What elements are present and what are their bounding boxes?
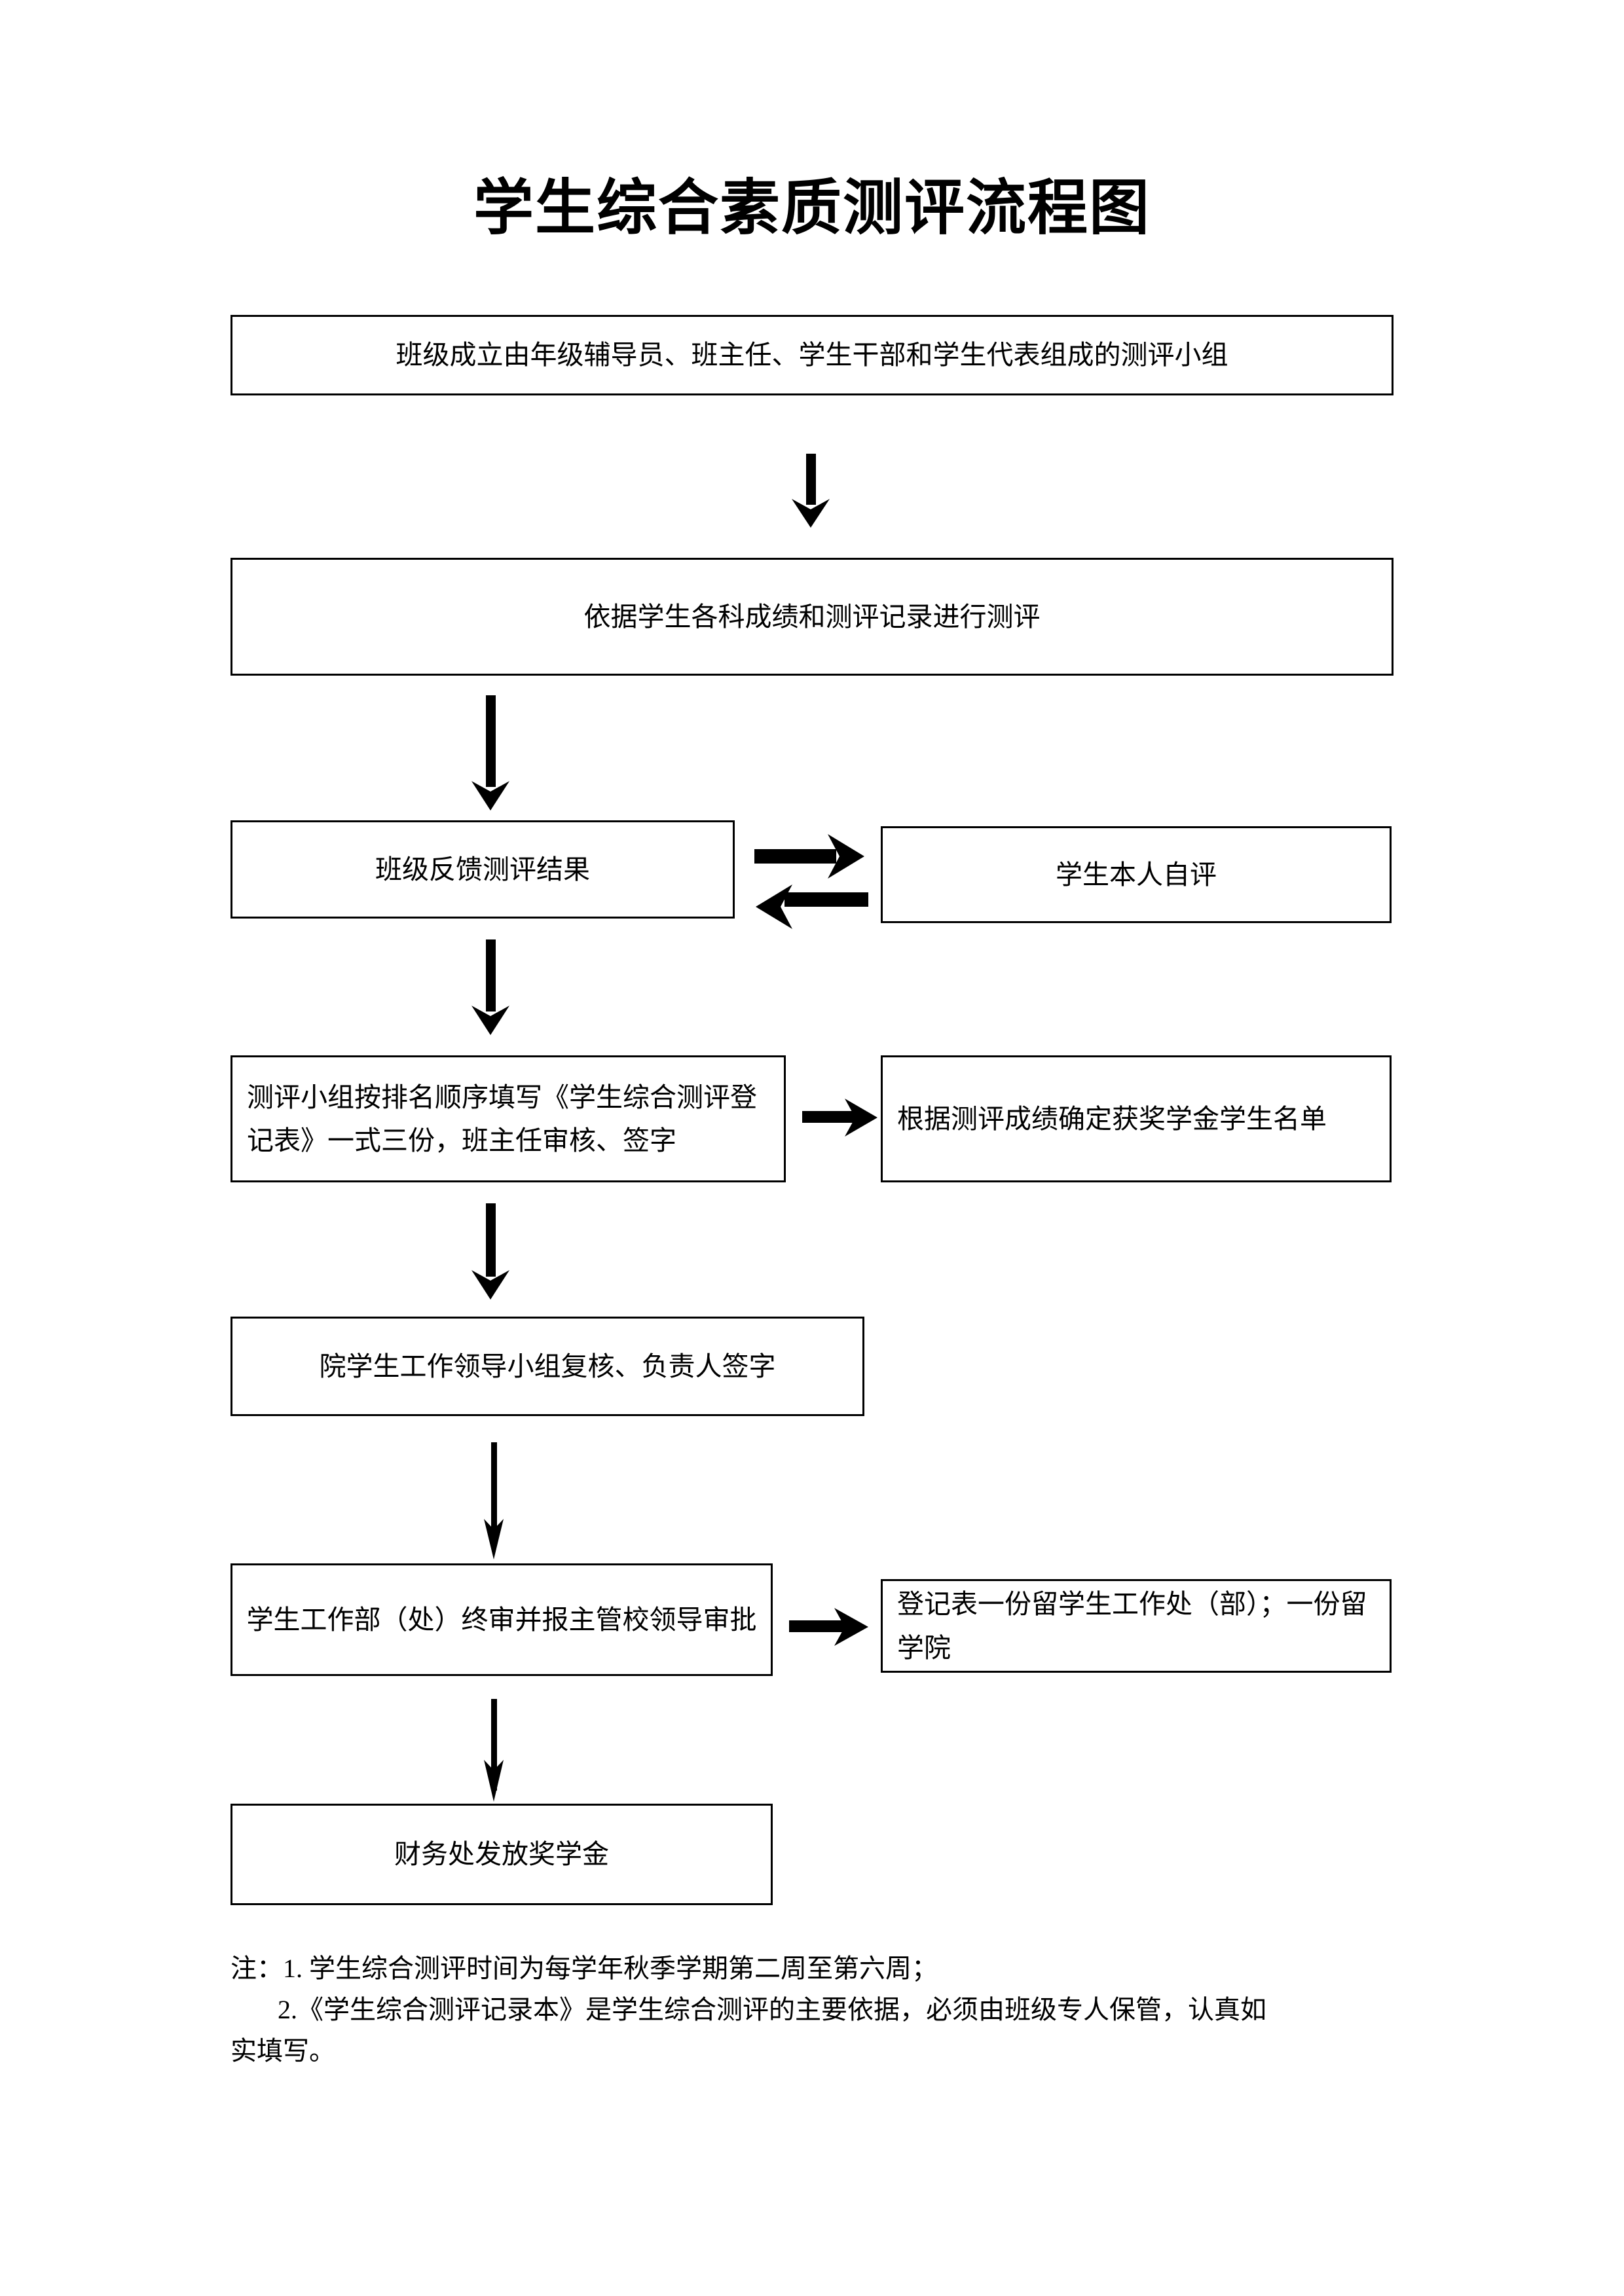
flow-node-label: 学生本人自评 — [1056, 859, 1217, 890]
note-line-2: 2.《学生综合测评记录本》是学生综合测评的主要依据，必须由班级专人保管，认真如 — [278, 1995, 1266, 2025]
flow-node-assessment-group: 班级成立由年级辅导员、班主任、学生干部和学生代表组成的测评小组 — [231, 315, 1393, 395]
flow-node-label: 院学生工作领导小组复核、负责人签字 — [319, 1351, 776, 1381]
note-line-1: 注：1. 学生综合测评时间为每学年秋季学期第二周至第六周； — [231, 1954, 938, 1983]
arrow-10-down — [484, 1699, 504, 1802]
arrow-5-down — [471, 939, 509, 1035]
arrow-8-down — [484, 1442, 504, 1559]
page-title: 学生综合素质测评流程图 — [473, 175, 1151, 242]
flow-node-scholarship-name-list: 根据测评成绩确定获奖学金学生名单 — [881, 1055, 1392, 1182]
flow-node-label: 班级反馈测评结果 — [375, 854, 590, 884]
flow-node-label: 依据学生各科成绩和测评记录进行测评 — [583, 601, 1041, 632]
arrow-6-right — [802, 1099, 877, 1137]
footer-notes: 注：1. 学生综合测评时间为每学年秋季学期第二周至第六周； 2.《学生综合测评记… — [231, 1948, 1409, 2072]
note-line-3: 实填写。 — [231, 2036, 335, 2066]
flow-node-student-affairs-final-review: 学生工作部（处）终审并报主管校领导审批 — [231, 1563, 773, 1676]
flow-node-evaluate-by-scores: 依据学生各科成绩和测评记录进行测评 — [231, 558, 1393, 676]
arrow-4-left — [756, 884, 868, 929]
flow-node-fill-registration-form: 测评小组按排名顺序填写《学生综合测评登记表》一式三份，班主任审核、签字 — [231, 1055, 786, 1182]
flow-node-class-feedback: 班级反馈测评结果 — [231, 820, 735, 919]
flow-node-label: 登记表一份留学生工作处（部）；一份留学院 — [897, 1589, 1367, 1663]
arrow-9-right — [789, 1608, 868, 1646]
flow-node-college-leadership-review: 院学生工作领导小组复核、负责人签字 — [231, 1317, 864, 1416]
flow-node-student-self-evaluation: 学生本人自评 — [881, 826, 1392, 923]
flow-node-finance-disbursement: 财务处发放奖学金 — [231, 1804, 773, 1905]
arrow-1-down — [792, 454, 830, 528]
flow-node-label: 班级成立由年级辅导员、班主任、学生干部和学生代表组成的测评小组 — [396, 340, 1228, 371]
flow-node-label: 测评小组按排名顺序填写《学生综合测评登记表》一式三份，班主任审核、签字 — [247, 1082, 757, 1156]
arrow-7-down — [471, 1203, 509, 1300]
arrow-3-right — [754, 834, 864, 879]
flow-node-label: 学生工作部（处）终审并报主管校领导审批 — [246, 1604, 757, 1635]
flow-node-label: 财务处发放奖学金 — [394, 1839, 609, 1870]
flow-node-label: 根据测评成绩确定获奖学金学生名单 — [897, 1103, 1327, 1134]
flow-node-form-archiving: 登记表一份留学生工作处（部）；一份留学院 — [881, 1579, 1392, 1673]
arrow-2-down — [471, 695, 509, 811]
